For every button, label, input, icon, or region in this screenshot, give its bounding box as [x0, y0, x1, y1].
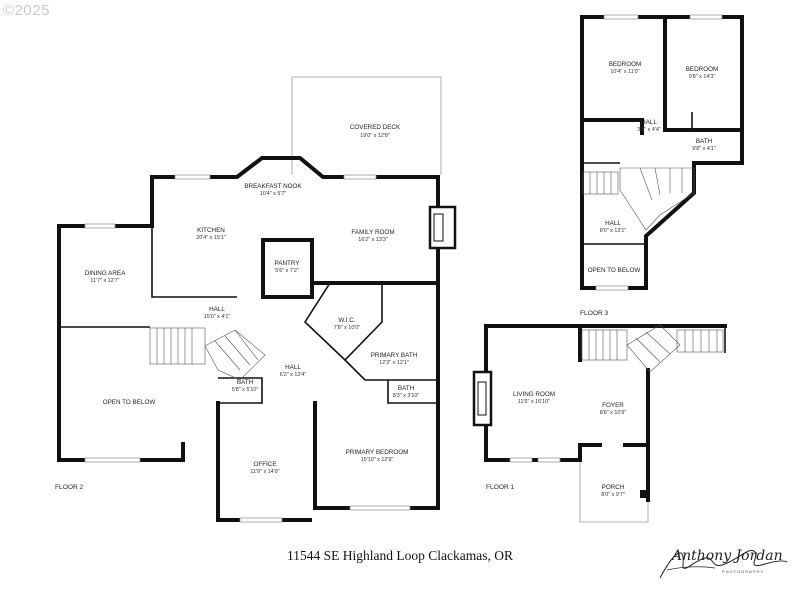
room-dim-living-room: 11'6" x 16'10"	[518, 399, 550, 405]
room-dim-bath-small: 5'8" x 5'10"	[232, 387, 259, 393]
room-name-porch: PORCH	[602, 484, 625, 491]
hearth-icon	[477, 381, 487, 416]
window	[537, 457, 561, 463]
window	[603, 14, 639, 20]
covered-deck-outline	[291, 76, 442, 175]
room-name-primary-bath: PRIMARY BATH	[371, 352, 418, 359]
room-name-foyer: FOYER	[602, 402, 624, 409]
small-bath-wall	[218, 377, 263, 404]
room-name-hall-f2-lower: HALL	[285, 364, 301, 371]
hearth-icon	[433, 213, 444, 242]
floor-1-plan	[472, 324, 727, 523]
room-name-hall-f3-small: HALL	[641, 119, 657, 126]
copyright-watermark: ©2025	[3, 2, 50, 19]
window	[349, 505, 411, 511]
room-name-dining-area: DINING AREA	[85, 270, 126, 277]
room-dim-porch: 8'0" x 9'7"	[601, 492, 625, 498]
room-dim-bedroom-2: 9'8" x 14'3"	[689, 74, 716, 80]
floor-3-exterior-wall	[580, 15, 744, 290]
room-name-bath-primary: BATH	[398, 385, 415, 392]
room-dim-family-room: 16'2" x 13'3"	[358, 237, 388, 243]
room-name-hall-f2-upper: HALL	[209, 306, 225, 313]
signature-name: Anthony Jordan	[672, 548, 783, 564]
floor-2-east-wall	[313, 281, 440, 510]
primary-bath-wall	[344, 359, 438, 381]
room-name-bedroom-2: BEDROOM	[686, 66, 719, 73]
room-name-living-room: LIVING ROOM	[513, 391, 555, 398]
property-address: 11544 SE Highland Loop Clackamas, OR	[287, 548, 513, 563]
room-dim-bath-f3: 9'8" x 4'1"	[692, 146, 716, 152]
floor-2-south-wall	[57, 442, 185, 462]
room-dim-primary-bath: 12'3" x 12'1"	[379, 360, 409, 366]
room-dim-breakfast-nook: 10'4" x 5'7"	[260, 191, 287, 197]
pantry-wall	[261, 238, 314, 299]
room-dim-kitchen: 20'4" x 15'1"	[196, 235, 226, 241]
room-dim-hall-f3: 8'0" x 13'1"	[600, 228, 627, 234]
room-name-bedroom-1: BEDROOM	[609, 61, 642, 68]
window	[239, 517, 283, 523]
window	[174, 174, 211, 180]
bedroom-2-wall	[663, 15, 744, 132]
room-dim-wic: 7'8" x 10'0"	[334, 325, 361, 331]
floor-1-label: FLOOR 1	[486, 484, 515, 491]
window	[84, 223, 116, 229]
floor-2-plan	[57, 76, 457, 523]
photographer-signature-logo	[659, 550, 788, 579]
window	[689, 14, 723, 20]
window	[84, 457, 141, 463]
window	[343, 174, 377, 180]
room-dim-hall-f3-small: 3'6" x 4'4"	[637, 127, 661, 133]
room-name-breakfast-nook: BREAKFAST NOOK	[244, 183, 302, 190]
room-dim-bedroom-1: 10'4" x 11'0"	[610, 69, 639, 75]
floor-3-stairs-icon	[582, 167, 695, 231]
room-dim-primary-bedroom: 15'10" x 12'9"	[361, 457, 394, 463]
floor-3-label: FLOOR 3	[580, 310, 609, 317]
room-dim-dining-area: 11'7" x 12'7"	[90, 278, 119, 284]
room-dim-hall-f2-upper: 15'0" x 4'1"	[204, 314, 231, 320]
room-name-open-below-f3: OPEN TO BELOW	[588, 267, 641, 274]
floor-2-stairs-icon	[149, 327, 266, 381]
room-dim-pantry: 5'6" x 7'2"	[275, 268, 299, 274]
room-name-primary-bedroom: PRIMARY BEDROOM	[346, 449, 409, 456]
room-dim-hall-f2-lower: 6'2" x 13'4"	[280, 372, 307, 378]
room-name-wic: W.I.C.	[338, 317, 355, 324]
window	[509, 457, 533, 463]
room-dim-covered-deck: 19'0" x 12'8"	[360, 133, 390, 139]
floor-2-exterior-wall	[57, 156, 440, 462]
floor-2-label: FLOOR 2	[55, 484, 84, 491]
room-dim-office: 11'9" x 14'9"	[250, 469, 279, 475]
floor-1-stairs-icon	[581, 324, 724, 373]
room-name-hall-f3: HALL	[605, 220, 621, 227]
room-name-kitchen: KITCHEN	[197, 227, 225, 234]
room-name-open-below-f2: OPEN TO BELOW	[103, 399, 156, 406]
room-name-pantry: PANTRY	[275, 260, 301, 267]
kitchen-wall	[151, 226, 237, 298]
room-name-covered-deck: COVERED DECK	[350, 124, 401, 131]
bedroom-1-wall	[580, 118, 644, 135]
bath-wall	[387, 380, 438, 404]
room-name-family-room: FAMILY ROOM	[351, 229, 394, 236]
signature-subtitle: PHOTOGRAPHY	[722, 569, 765, 574]
room-name-office: OFFICE	[253, 461, 276, 468]
room-dim-bath-primary: 8'3" x 3'10"	[393, 393, 420, 399]
floor-3-plan	[580, 14, 744, 291]
room-name-bath-small: BATH	[237, 379, 254, 386]
window	[595, 285, 629, 291]
room-dim-foyer: 8'6" x 10'9"	[600, 410, 627, 416]
room-name-bath-f3: BATH	[696, 138, 713, 145]
post-icon	[640, 490, 646, 498]
